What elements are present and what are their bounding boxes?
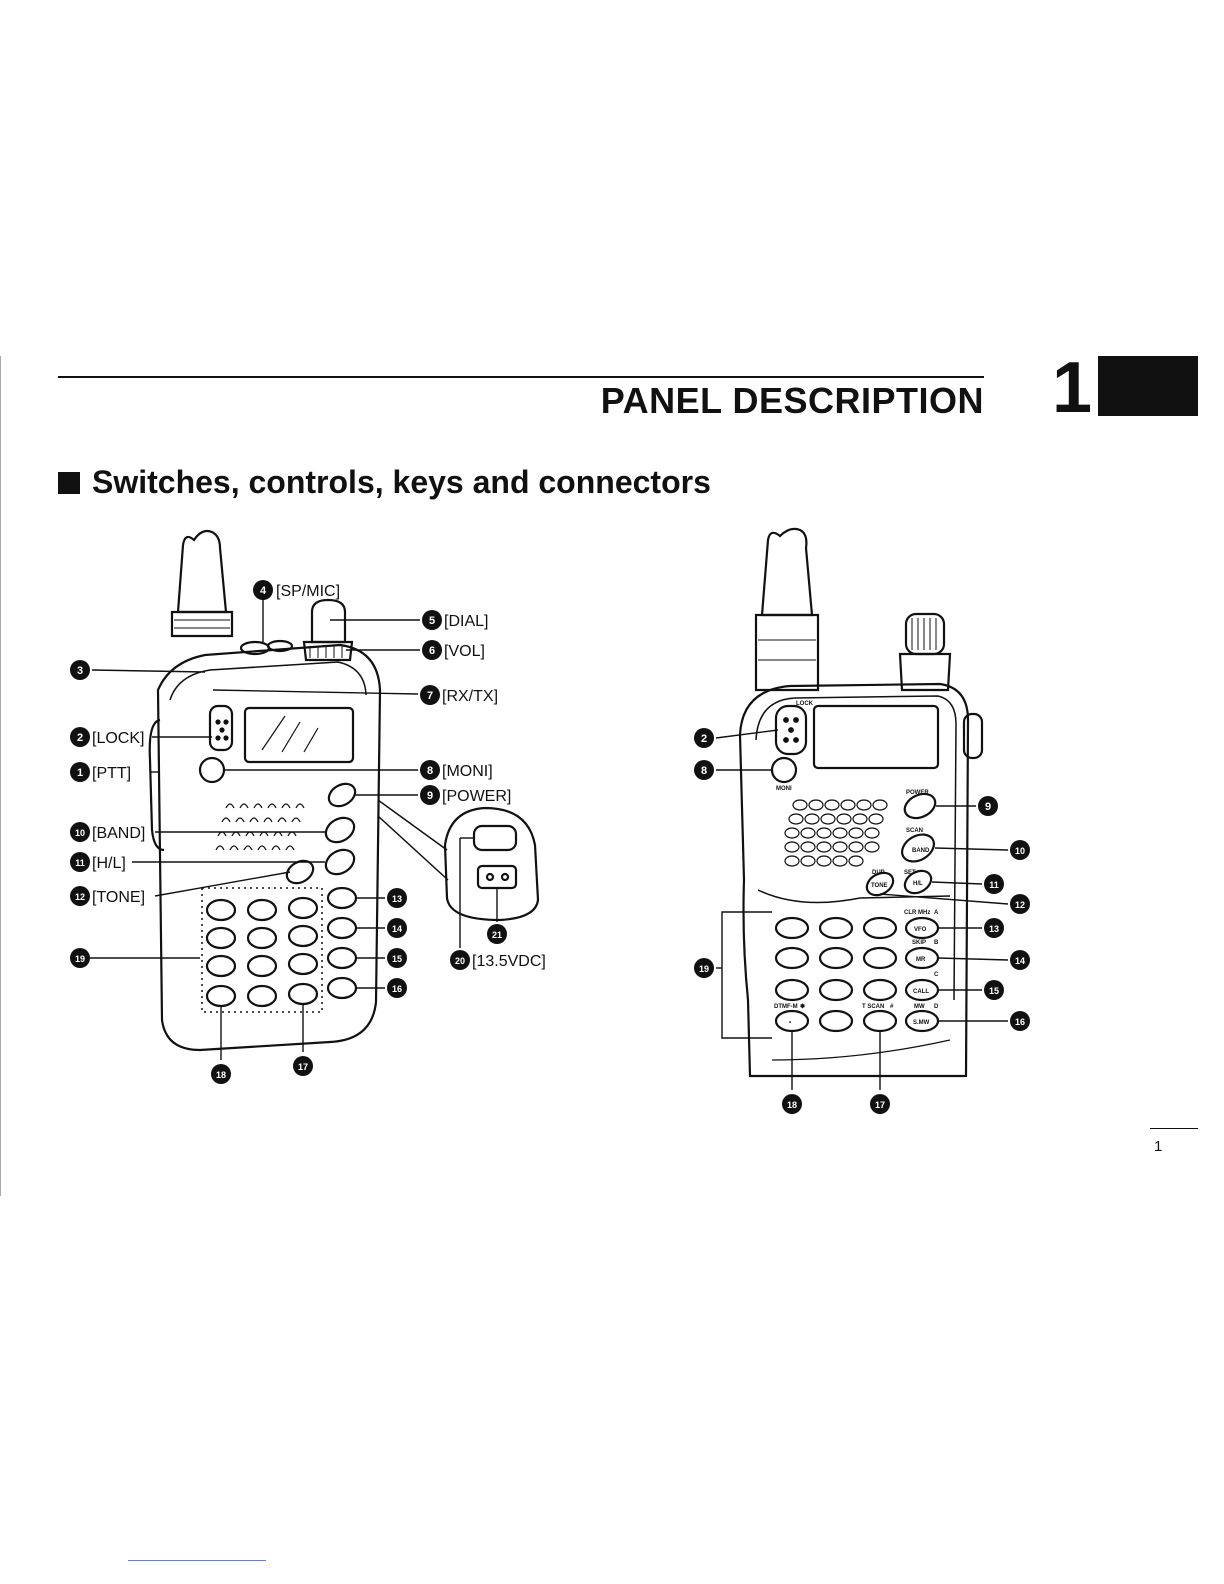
label-band: [BAND] [92,825,145,842]
badge-1: 1 [77,767,83,779]
antenna [760,527,814,617]
text-dtmf: DTMF-M [774,1004,798,1010]
badge-2: 2 [701,733,707,745]
text-set: SET [904,870,916,876]
badge-14: 14 [1015,956,1025,966]
badge-7: 7 [427,690,433,702]
badge-8: 8 [427,765,433,777]
badge-13: 13 [392,894,402,904]
text-mw: MW [914,1004,925,1010]
left-page-edge [0,356,1,1196]
text-band: BAND [912,848,930,854]
badge-13: 13 [989,924,999,934]
badge-11: 11 [989,880,999,890]
text-skip-key: B [934,940,939,946]
label-h-l: [H/L] [92,855,126,872]
connector-inset [443,806,540,922]
badge-19: 19 [75,954,85,964]
section-heading: Switches, controls, keys and connectors [58,464,711,501]
text-c-key: C [934,972,939,978]
badge-8: 8 [701,765,707,777]
badge-12: 12 [75,892,85,902]
text-tscan: T SCAN [862,1004,884,1010]
label-tone: [TONE] [92,889,145,906]
badge-11: 11 [75,858,85,868]
badge-18: 18 [216,1070,226,1080]
text-lock: LOCK [796,701,814,707]
text-tone: TONE [871,883,888,889]
text-star: • [789,1020,791,1026]
text-scan: SCAN [906,828,923,834]
keypad-right [774,916,940,1033]
text-moni: MONI [776,786,792,792]
bullet-square-icon [58,471,80,494]
badge-10: 10 [1015,846,1025,856]
page-number: 1 [1154,1138,1163,1155]
text-vfo: VFO [914,927,927,933]
label-sp-mic: [SP/MIC] [276,583,340,600]
badge-21: 21 [492,930,502,940]
chapter-tab [1098,356,1198,416]
dial-knob [310,598,347,644]
label-power: [POWER] [442,788,511,805]
badge-9: 9 [427,790,433,802]
text-skip: SKIP [912,940,926,946]
text-dtmf-key: ✽ [800,1003,805,1010]
badge-5: 5 [429,615,435,627]
badge-10: 10 [75,828,85,838]
text-hl: H/L [913,881,923,887]
badge-6: 6 [429,645,435,657]
badge-19: 19 [699,964,709,974]
badge-9: 9 [985,801,991,813]
chapter-number: 1 [1052,348,1093,428]
text-dup: DUP [872,870,885,876]
badge-4: 4 [260,585,267,597]
badge-3: 3 [77,665,83,677]
text-smw: S.MW [913,1020,930,1026]
lcd-display [812,704,940,770]
badge-16: 16 [392,984,402,994]
badge-12: 12 [1015,900,1025,910]
label-13-5vdc: [13.5VDC] [472,953,546,970]
badge-2: 2 [77,732,83,744]
label-lock: [LOCK] [92,730,144,747]
text-call: CALL [913,989,929,995]
page-number-rule [1150,1128,1198,1129]
radio-body [156,643,382,1052]
text-mw-key: D [934,1004,939,1010]
badge-15: 15 [989,986,999,996]
text-tscan-key: # [890,1004,894,1010]
badge-17: 17 [298,1062,308,1072]
lcd-display [243,706,355,764]
header-rule [58,376,984,378]
badge-15: 15 [392,954,402,964]
badge-14: 14 [392,924,402,934]
text-mr: MR [916,957,926,963]
badge-17: 17 [875,1100,885,1110]
radio-body [738,682,970,1078]
badge-20: 20 [455,956,465,966]
text-clr: CLR MHz [904,910,930,916]
label-vol: [VOL] [444,643,485,660]
section-title: Switches, controls, keys and connectors [92,464,711,500]
badge-18: 18 [787,1100,797,1110]
ptt-side [148,718,165,852]
label-moni: [MONI] [442,763,493,780]
label-ptt: [PTT] [92,765,131,782]
antenna [176,529,228,614]
label-rx-tx: [RX/TX] [442,688,498,705]
label-dial: [DIAL] [444,613,488,630]
text-power: POWER [906,790,929,796]
bottom-link-line [128,1560,266,1561]
page-title: PANEL DESCRIPTION [600,380,984,421]
badge-16: 16 [1015,1017,1025,1027]
text-clr-key: A [934,910,939,916]
